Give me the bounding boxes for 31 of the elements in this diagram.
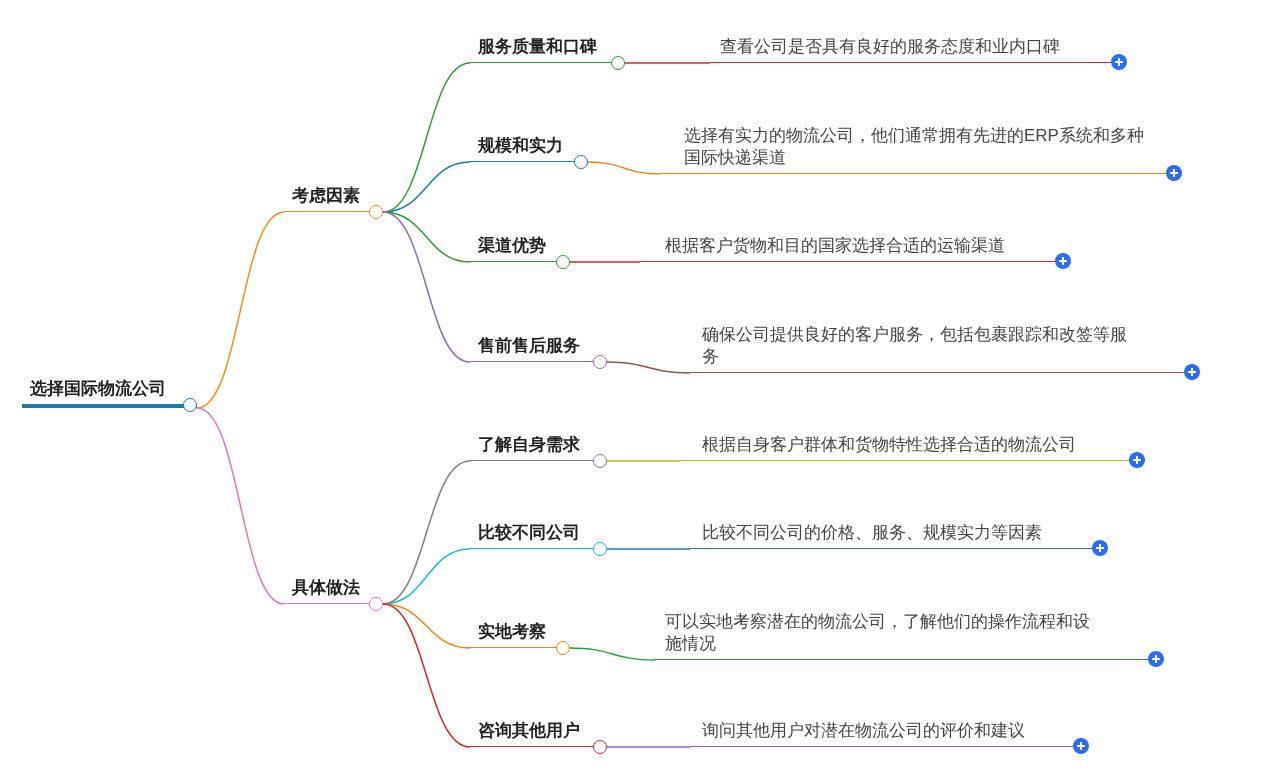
branch-connector — [569, 261, 641, 263]
detail-text: 根据自身客户群体和货物特性选择合适的物流公司 — [702, 434, 1077, 456]
branch-connector — [624, 62, 711, 64]
branch-connector — [382, 211, 471, 363]
branch-connector — [606, 361, 691, 374]
detail-text: 确保公司提供良好的客户服务，包括包裹跟踪和改签等服务 — [702, 324, 1128, 368]
topic-label: 规模和实力 — [478, 135, 563, 157]
branch-connector — [569, 647, 656, 661]
topic-label: 售前售后服务 — [478, 335, 580, 357]
branch-connector — [606, 548, 691, 550]
topic-label: 考虑因素 — [292, 185, 360, 207]
detail-text: 选择有实力的物流公司，他们通常拥有先进的ERP系统和多种国际快递渠道 — [684, 125, 1144, 169]
branch-connector — [382, 603, 471, 748]
topic-label: 比较不同公司 — [478, 522, 580, 544]
topic-label: 选择国际物流公司 — [30, 378, 166, 400]
detail-text: 查看公司是否具有良好的服务态度和业内口碑 — [720, 36, 1061, 58]
topic-label: 咨询其他用户 — [478, 720, 580, 742]
topic-label: 了解自身需求 — [478, 434, 580, 456]
topic-label: 具体做法 — [292, 577, 360, 599]
branch-connector — [587, 161, 661, 175]
detail-text: 比较不同公司的价格、服务、规模实力等因素 — [702, 522, 1043, 544]
branch-connector — [606, 460, 681, 462]
detail-text: 根据客户货物和目的国家选择合适的运输渠道 — [665, 235, 1006, 257]
detail-text: 询问其他用户对潜在物流公司的评价和建议 — [702, 720, 1026, 742]
branch-connector — [196, 407, 285, 605]
detail-text: 可以实地考察潜在的物流公司，了解他们的操作流程和设施情况 — [665, 611, 1091, 655]
branch-connector — [606, 746, 691, 748]
topic-label: 渠道优势 — [478, 235, 546, 257]
branch-connector — [196, 211, 285, 409]
topic-label: 实地考察 — [478, 621, 546, 643]
topic-label: 服务质量和口碑 — [478, 36, 597, 58]
